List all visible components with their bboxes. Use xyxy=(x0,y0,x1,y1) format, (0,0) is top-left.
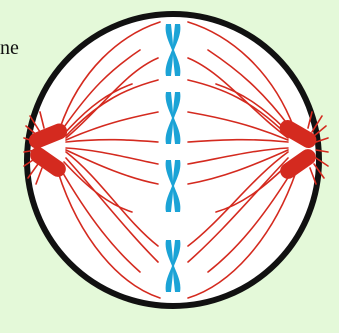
metaphase-cell-illustration xyxy=(0,0,339,333)
diagram-canvas: ne xyxy=(0,0,339,333)
